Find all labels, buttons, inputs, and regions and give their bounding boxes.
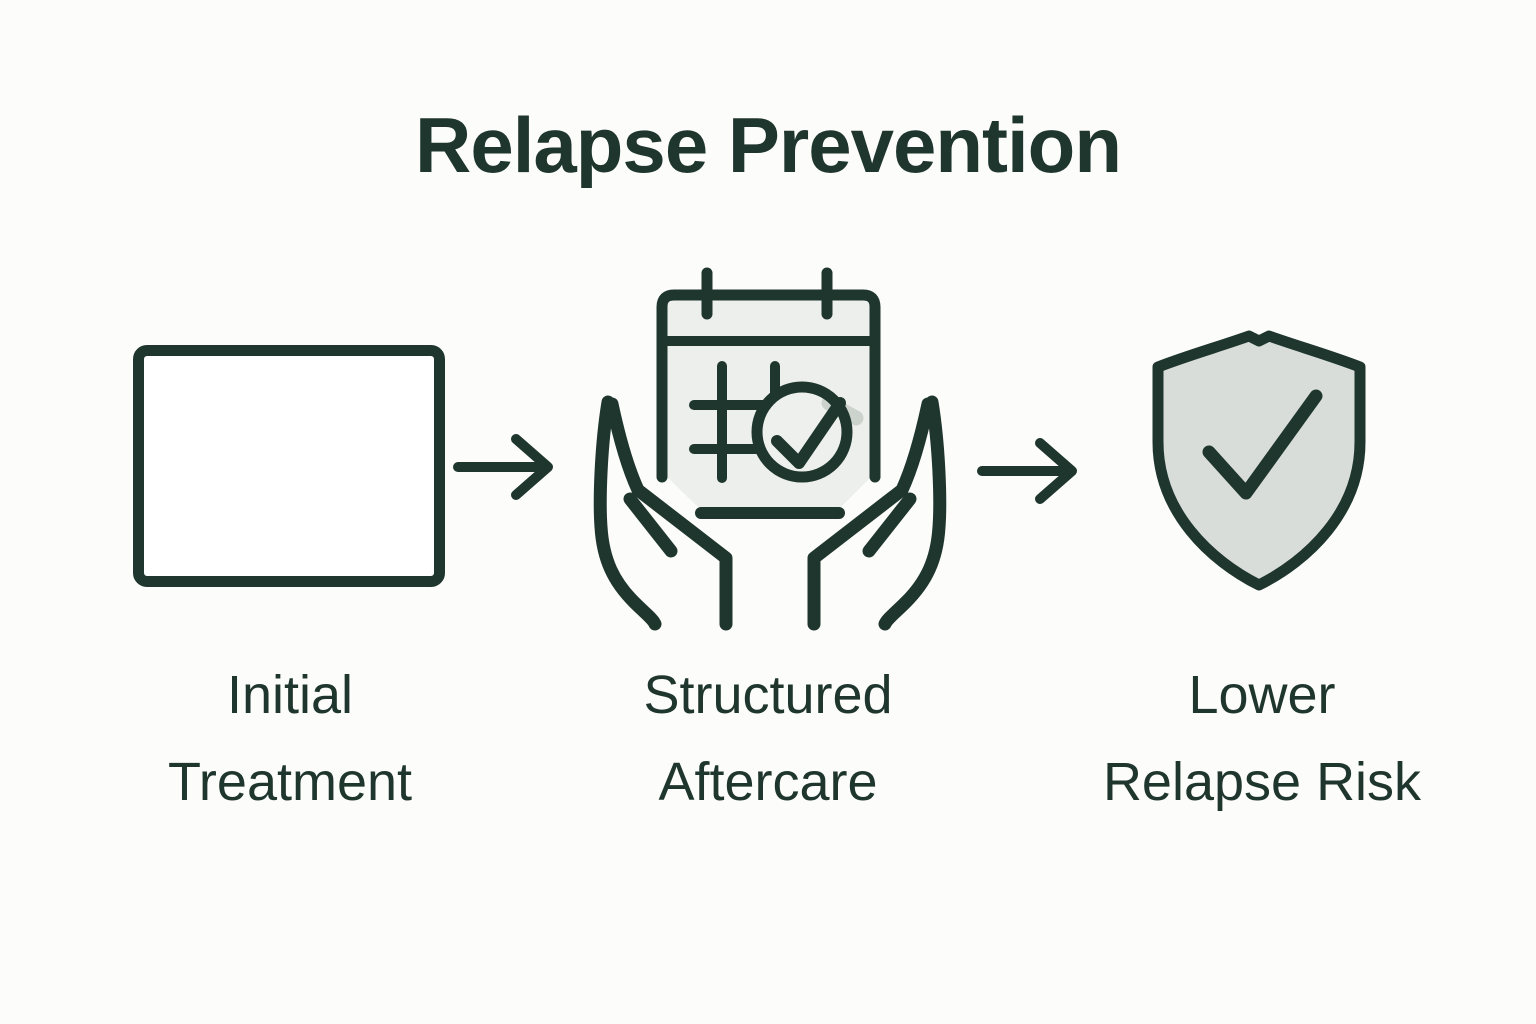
step-label-line: Aftercare	[658, 752, 878, 813]
page-title: Relapse Prevention	[415, 101, 1122, 189]
hands-holding-calendar-icon	[593, 267, 947, 631]
arrow-right-icon	[977, 438, 1077, 504]
calendar-icon	[656, 267, 881, 519]
arrow-head	[1035, 438, 1077, 504]
check-icon	[1202, 389, 1323, 500]
step-label-lower-relapse-risk: Lower Relapse Risk	[1002, 652, 1522, 827]
check-circle	[751, 381, 853, 483]
step-label-line: Structured	[643, 665, 893, 725]
arrow-head	[511, 434, 553, 500]
left-hand-icon	[593, 395, 733, 631]
shield-shape	[1152, 330, 1366, 591]
treatment-box-icon	[133, 345, 445, 587]
check-circle-fill	[757, 387, 847, 477]
step-label-line: Treatment	[167, 752, 413, 813]
calendar-outline	[656, 289, 881, 483]
shield-check-icon	[1152, 330, 1366, 591]
calendar-rings	[701, 267, 833, 320]
step-label-line: Lower	[1188, 665, 1336, 725]
step-label-line: Initial	[226, 665, 354, 725]
step-label-line: Relapse Risk	[1102, 752, 1422, 813]
step-label-structured-aftercare: Structured Aftercare	[508, 652, 1028, 827]
arrow-right-icon	[453, 434, 553, 500]
right-hand-icon	[807, 395, 947, 631]
check-icon	[771, 397, 846, 469]
step-label-initial-treatment: Initial Treatment	[30, 652, 550, 827]
calendar-grid	[689, 361, 781, 483]
